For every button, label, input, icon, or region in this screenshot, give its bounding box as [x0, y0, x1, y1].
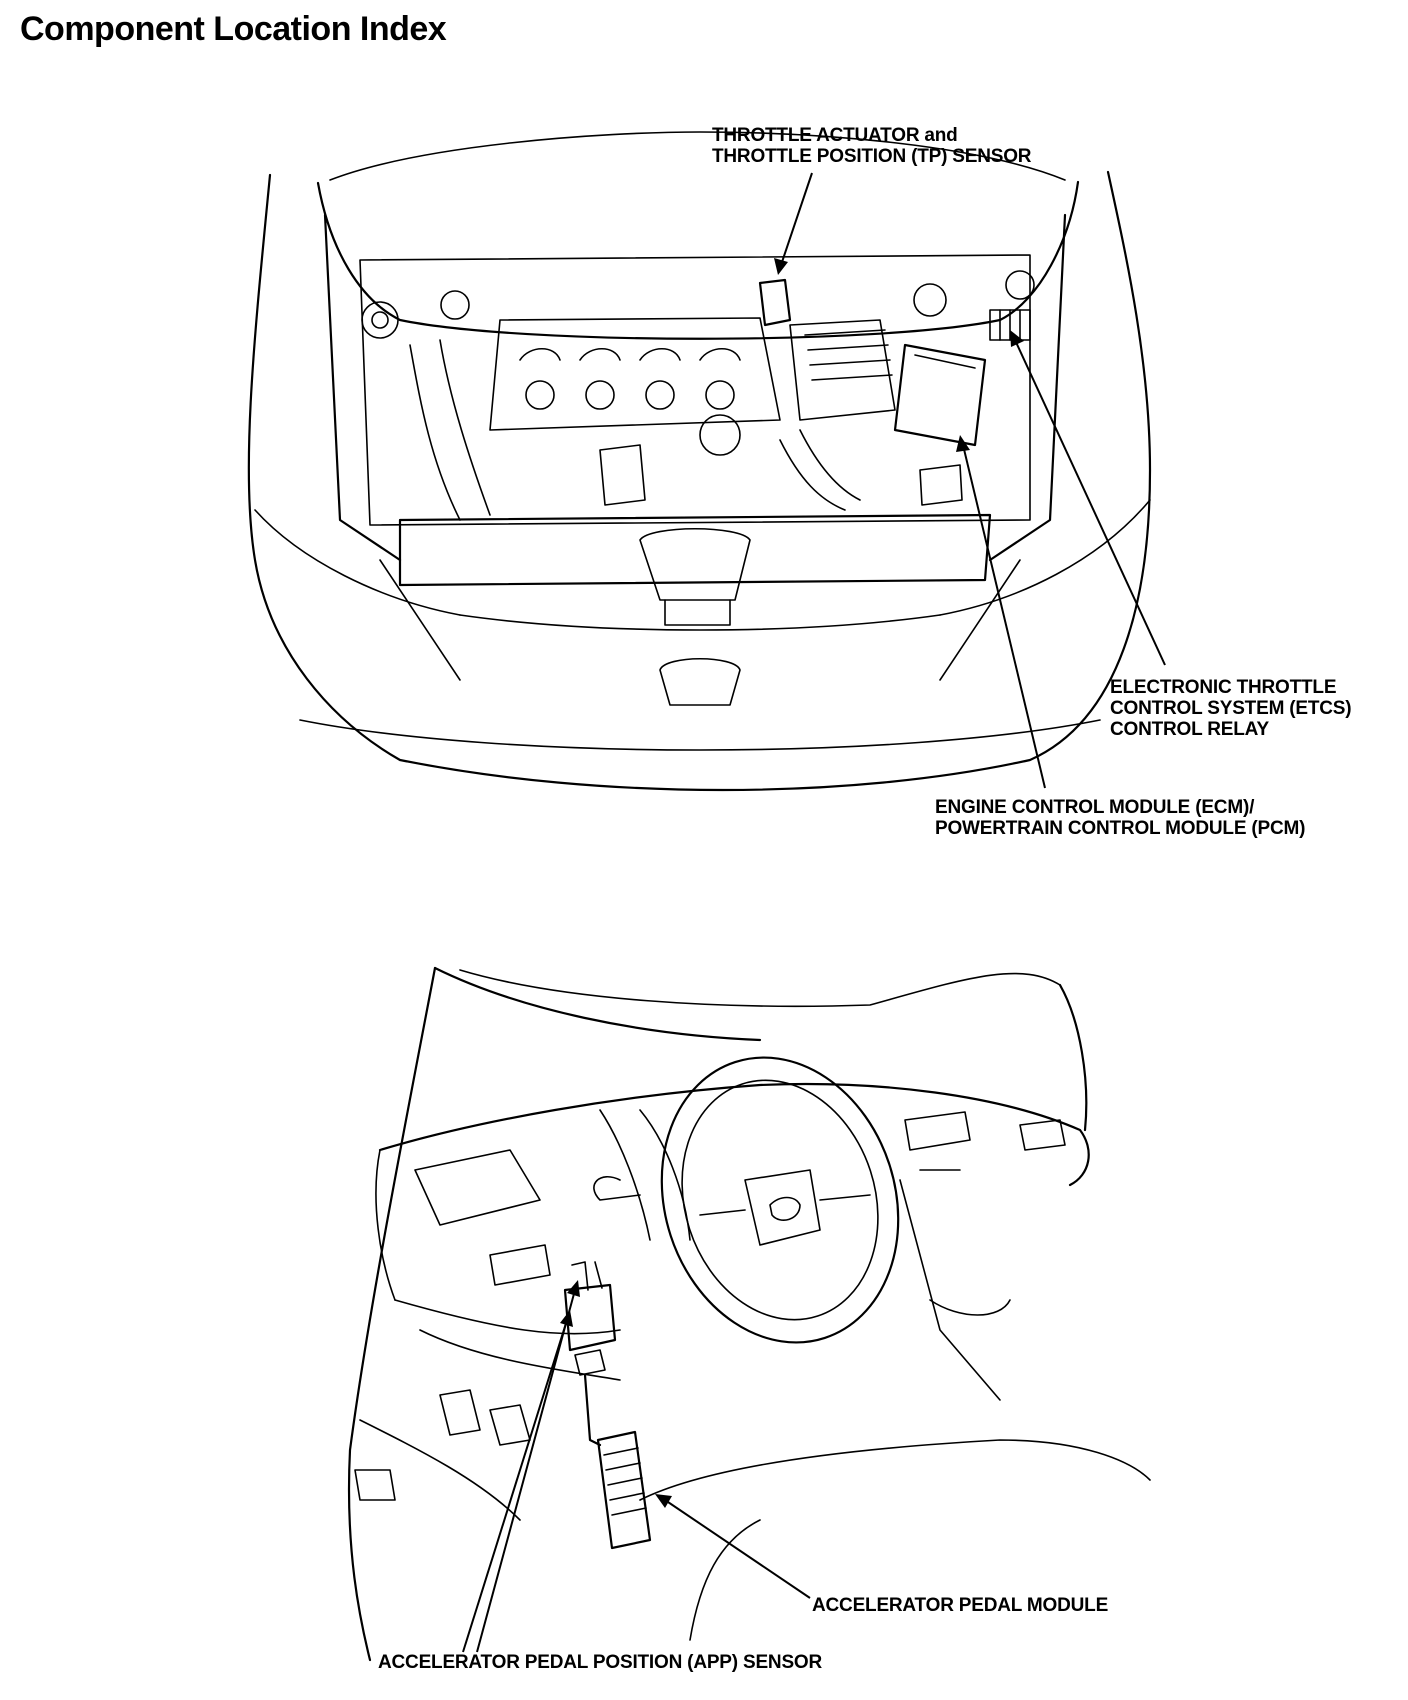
label-line: ACCELERATOR PEDAL MODULE: [812, 1595, 1109, 1616]
page-title: Component Location Index: [20, 10, 447, 48]
engine-bay-illustration: [247, 131, 1166, 792]
label-accelerator-pedal-module: ACCELERATOR PEDAL MODULE: [812, 1595, 1108, 1616]
label-line: CONTROL SYSTEM (ETCS): [1110, 698, 1352, 719]
label-throttle-actuator-tp-sensor: THROTTLE ACTUATOR and THROTTLE POSITION …: [712, 125, 1032, 167]
label-app-sensor: ACCELERATOR PEDAL POSITION (APP) SENSOR: [378, 1652, 822, 1673]
label-line: ELECTRONIC THROTTLE: [1110, 677, 1337, 698]
label-line: ACCELERATOR PEDAL POSITION (APP) SENSOR: [378, 1652, 823, 1673]
label-ecm-pcm: ENGINE CONTROL MODULE (ECM)/ POWERTRAIN …: [935, 797, 1305, 839]
label-line: POWERTRAIN CONTROL MODULE (PCM): [935, 818, 1306, 839]
label-line: ENGINE CONTROL MODULE (ECM)/: [935, 797, 1255, 818]
label-line: CONTROL RELAY: [1110, 719, 1269, 740]
label-line: THROTTLE POSITION (TP) SENSOR: [712, 146, 1032, 167]
label-line: THROTTLE ACTUATOR and: [712, 125, 958, 146]
label-etcs-control-relay: ELECTRONIC THROTTLE CONTROL SYSTEM (ETCS…: [1110, 677, 1352, 740]
